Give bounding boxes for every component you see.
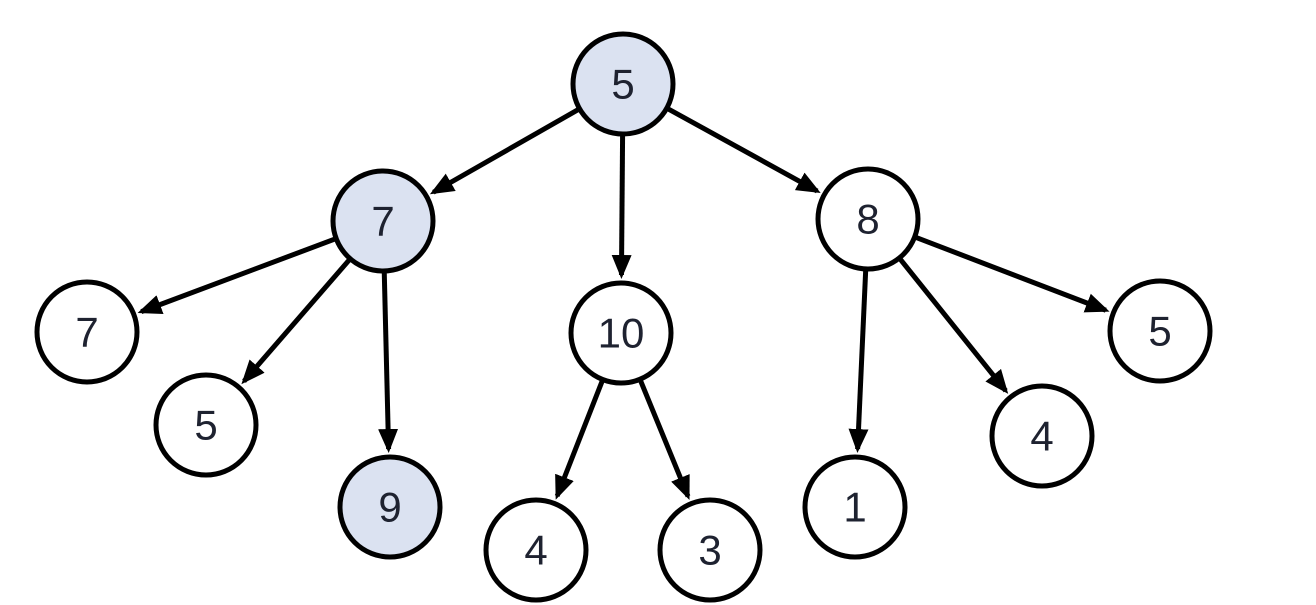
tree-node-label: 7 xyxy=(371,198,394,245)
tree-node-circle xyxy=(153,372,259,478)
tree-edge-mid-10-to-leaf-3 xyxy=(637,377,691,501)
tree-node-label: 9 xyxy=(378,484,401,531)
tree-node-label: 4 xyxy=(524,527,547,574)
tree-node-mid-8: 8 xyxy=(815,166,921,272)
tree-node-label: 3 xyxy=(698,527,721,574)
tree-edge-root-to-mid-8 xyxy=(664,105,821,194)
tree-edge-mid-7-to-leaf-5-left xyxy=(241,256,353,385)
tree-node-circle xyxy=(657,497,763,603)
tree-node-leaf-1: 1 xyxy=(802,454,908,560)
tree-node-circle xyxy=(989,383,1095,489)
tree-node-leaf-9: 9 xyxy=(337,454,443,560)
tree-node-circle xyxy=(1107,278,1213,384)
tree-node-label: 5 xyxy=(194,402,217,449)
tree-edge-mid-7-to-leaf-9 xyxy=(378,269,399,454)
tree-node-circle xyxy=(337,454,443,560)
tree-edge-mid-7-to-leaf-7 xyxy=(137,235,338,314)
tree-node-label: 1 xyxy=(843,484,866,531)
tree-node-label: 10 xyxy=(598,310,645,357)
tree-edge-mid-8-to-leaf-5-right xyxy=(912,234,1110,313)
tree-edge-mid-8-to-leaf-4-right xyxy=(896,255,1009,394)
tree-node-label: 8 xyxy=(856,196,879,243)
tree-node-leaf-4-mid: 4 xyxy=(483,497,589,603)
tree-node-leaf-7: 7 xyxy=(34,279,140,385)
tree-edge-mid-8-to-leaf-1 xyxy=(848,267,869,454)
tree-node-mid-10: 10 xyxy=(568,280,674,386)
tree-node-label: 5 xyxy=(611,61,634,108)
tree-node-circle xyxy=(570,31,676,137)
tree-node-label: 5 xyxy=(1148,308,1171,355)
tree-node-circle xyxy=(483,497,589,603)
tree-edge-root-to-mid-10 xyxy=(611,132,632,280)
tree-node-label: 4 xyxy=(1030,413,1053,460)
tree-edge-mid-10-to-leaf-4-mid xyxy=(554,377,606,500)
tree-node-label: 7 xyxy=(75,309,98,356)
tree-node-circle xyxy=(802,454,908,560)
tree-node-leaf-5-left: 5 xyxy=(153,372,259,478)
tree-edge-root-to-mid-7 xyxy=(429,106,582,195)
tree-node-leaf-4-right: 4 xyxy=(989,383,1095,489)
tree-node-circle xyxy=(568,280,674,386)
nodes-layer: 5 7 8 10 7 5 9 4 3 1 4 5 xyxy=(34,31,1213,603)
tree-node-leaf-5-right: 5 xyxy=(1107,278,1213,384)
tree-node-leaf-3: 3 xyxy=(657,497,763,603)
tree-node-circle xyxy=(34,279,140,385)
tree-node-mid-7: 7 xyxy=(330,168,436,274)
tree-node-root: 5 xyxy=(570,31,676,137)
tree-node-circle xyxy=(815,166,921,272)
tree-node-circle xyxy=(330,168,436,274)
edges-layer xyxy=(137,105,1110,501)
